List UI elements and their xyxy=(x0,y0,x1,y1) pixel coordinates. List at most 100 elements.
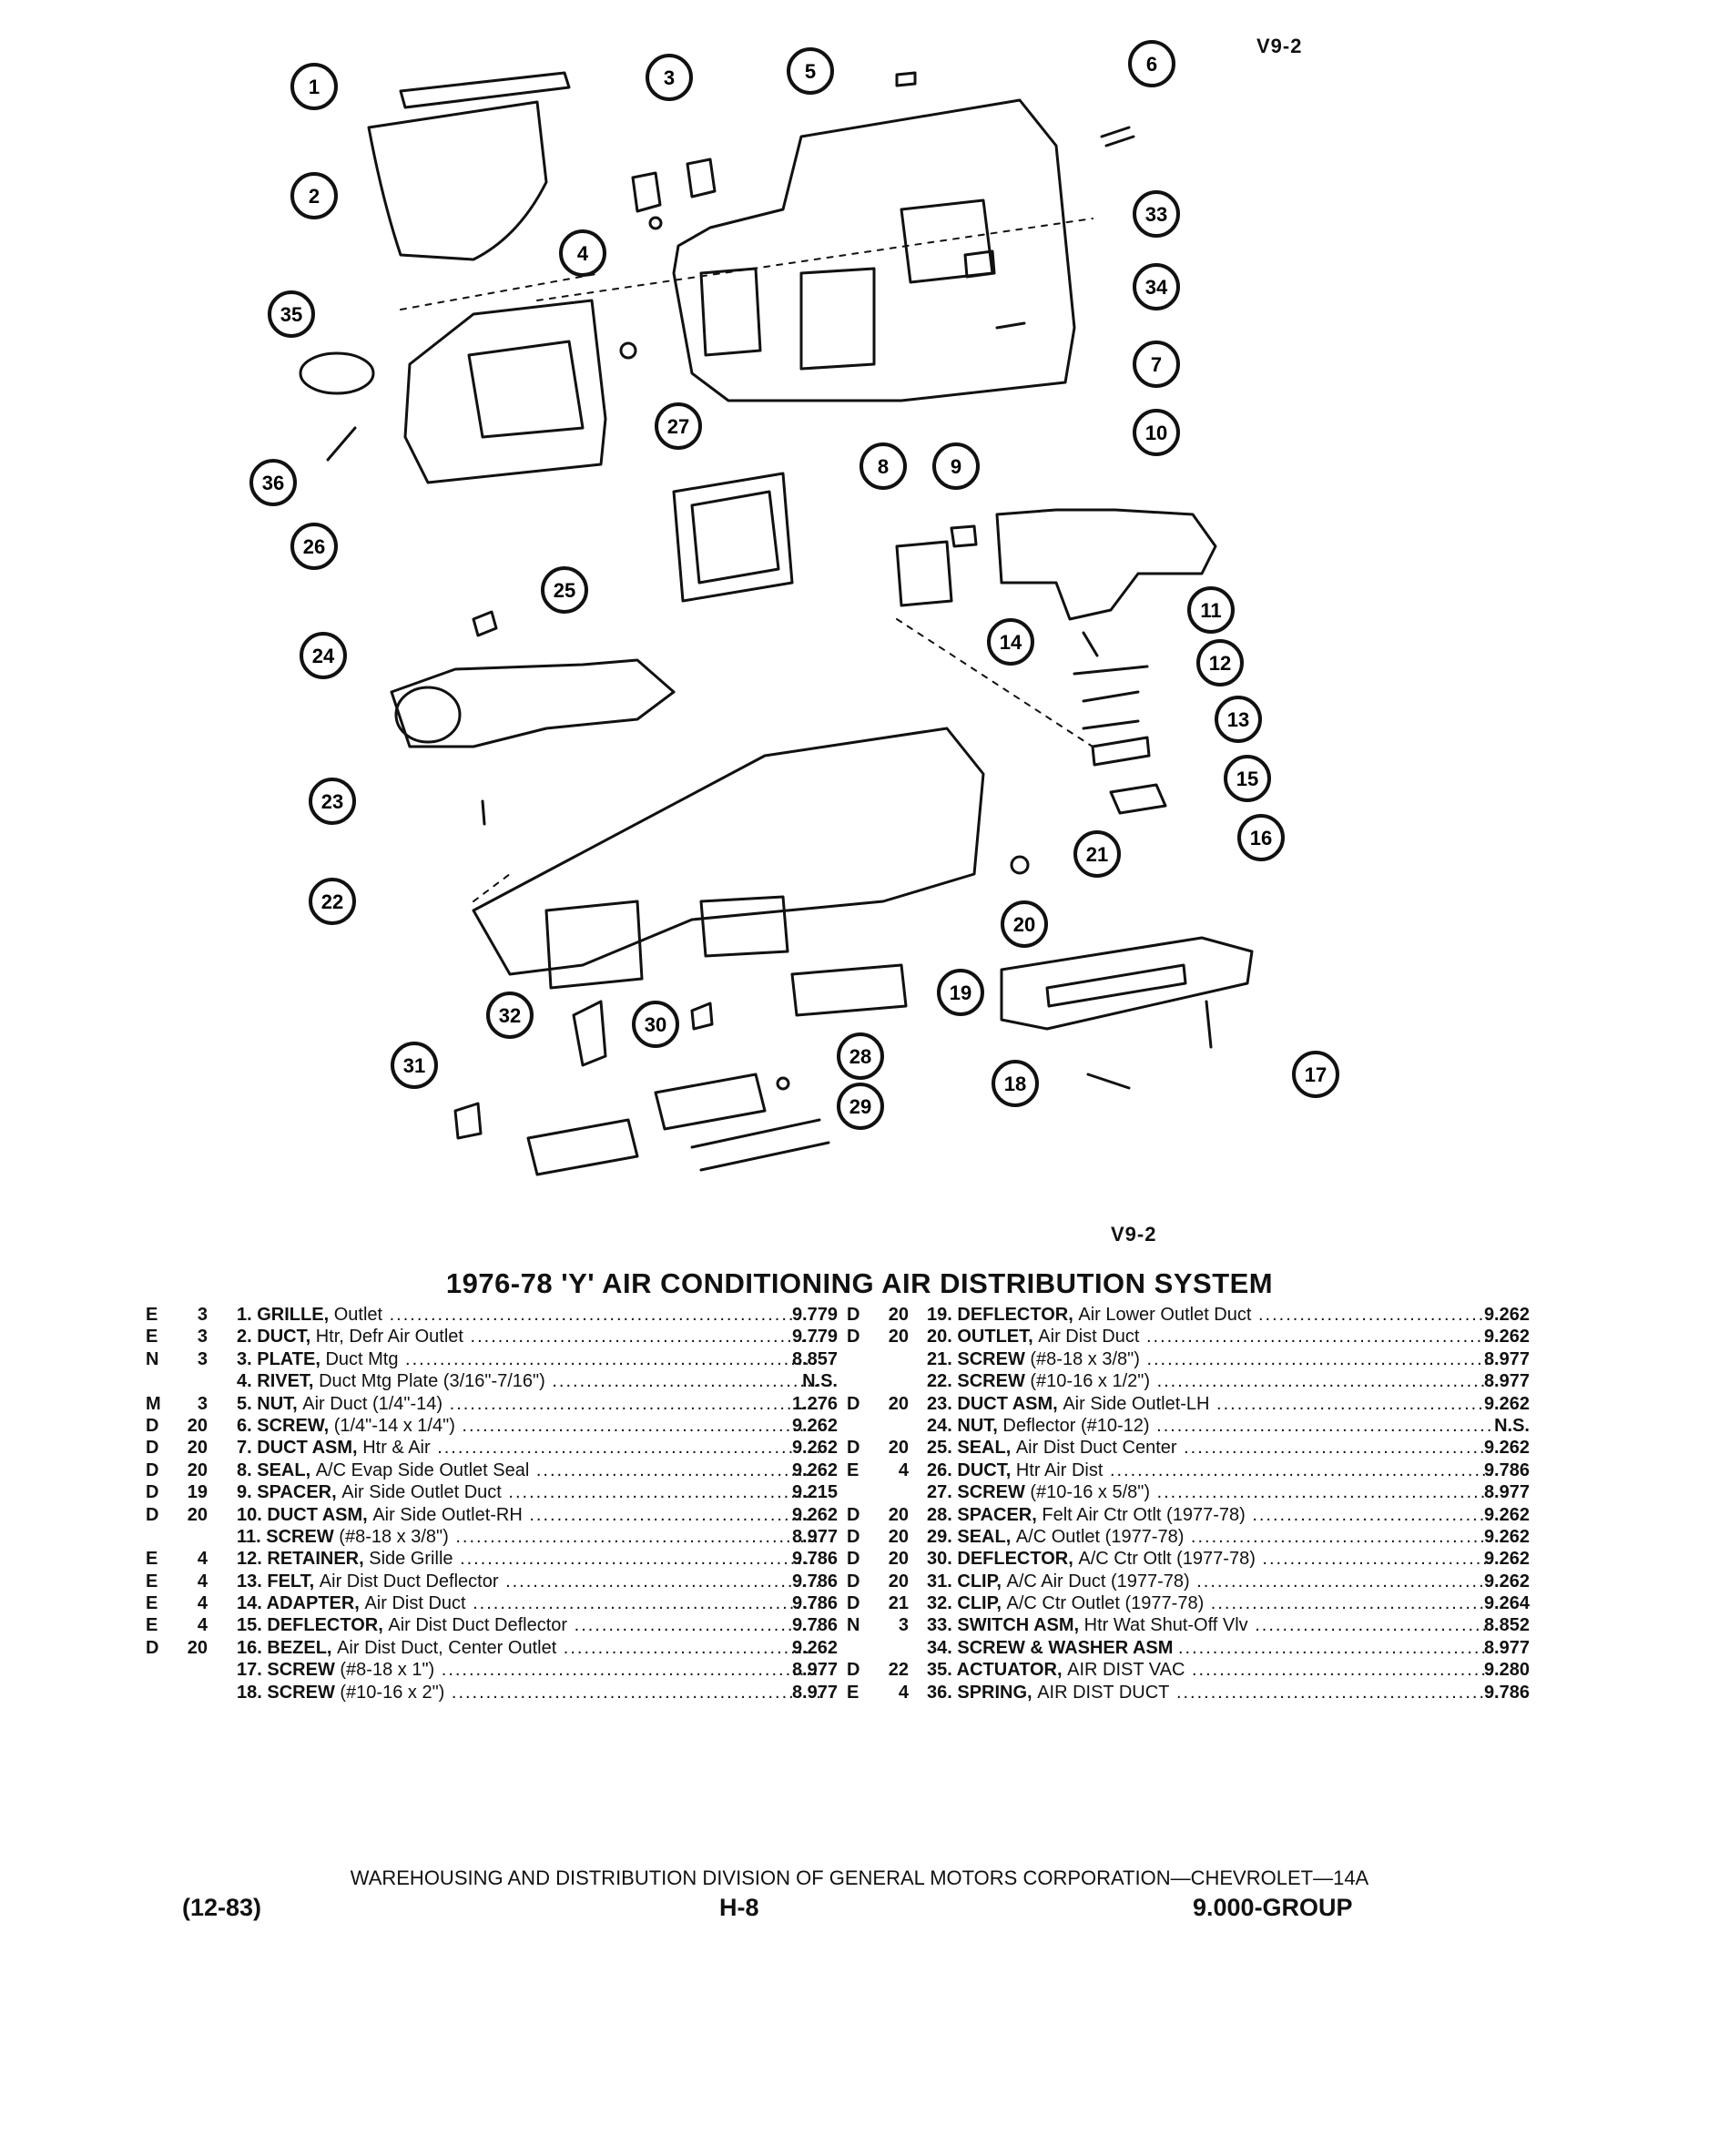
quantity-code: 20 xyxy=(187,1637,208,1658)
item-number: 17. xyxy=(237,1660,262,1681)
part-27-screw-head xyxy=(619,341,637,360)
callout-circle xyxy=(1187,586,1235,634)
part-name: DUCT ASM, xyxy=(257,1438,358,1459)
callout-21: 21 xyxy=(1073,830,1121,878)
group-number: 9.262 xyxy=(1483,1504,1530,1525)
part-34-screw xyxy=(995,321,1026,330)
part-7-duct-window xyxy=(799,267,876,371)
part-description: 28. SPACER, Felt Air Ctr Otlt (1977-78) … xyxy=(927,1504,1491,1526)
part-name: DUCT, xyxy=(957,1459,1012,1480)
callout-circle xyxy=(1133,263,1180,310)
leader-dots: ........................................… xyxy=(398,1348,819,1369)
part-name: SCREW xyxy=(266,1526,334,1547)
callout-35: 35 xyxy=(268,290,315,338)
part-36-spring xyxy=(326,426,357,462)
parts-row: 21. SCREW (#8-18 x 3/8") ...............… xyxy=(847,1348,1703,1370)
part-20-outlet xyxy=(472,727,985,976)
callout-circle xyxy=(541,566,588,614)
item-number: 6. xyxy=(237,1415,252,1436)
source-code: N xyxy=(146,1348,159,1369)
leader-dots: ........................................… xyxy=(563,1637,819,1658)
callout-circle xyxy=(1133,409,1180,456)
item-number: 29. xyxy=(927,1526,952,1547)
part-detail: (#10-16 x 2") xyxy=(340,1682,445,1703)
part-29-seal xyxy=(690,1118,830,1172)
part-15-deflector xyxy=(1109,783,1167,815)
item-number: 3. xyxy=(237,1348,252,1369)
group-number: 8.977 xyxy=(1483,1371,1530,1392)
callout-number: 20 xyxy=(1013,913,1035,936)
leader-dots: ........................................… xyxy=(455,1526,819,1547)
item-number: 2. xyxy=(237,1327,252,1348)
callout-circle xyxy=(1196,639,1244,686)
group-number: 9.262 xyxy=(1483,1393,1530,1414)
part-detail: Htr & Air xyxy=(362,1438,431,1459)
callout-number: 36 xyxy=(262,472,284,494)
source-code: D xyxy=(847,1571,860,1592)
item-number: 26. xyxy=(927,1459,952,1480)
group-number: 9.262 xyxy=(791,1459,838,1480)
callout-circle xyxy=(249,459,297,506)
quantity-code: 3 xyxy=(898,1615,909,1636)
callout-28: 28 xyxy=(837,1032,884,1080)
part-description: 26. DUCT, Htr Air Dist .................… xyxy=(927,1459,1491,1481)
part-name: SCREW, xyxy=(257,1415,330,1436)
part-11-screw xyxy=(1082,631,1099,657)
leader-dots: ........................................… xyxy=(1177,1637,1491,1658)
part-name: DEFLECTOR, xyxy=(957,1549,1073,1570)
part-name: RIVET, xyxy=(257,1371,314,1392)
part-name: SCREW xyxy=(267,1660,335,1681)
source-code: E xyxy=(146,1593,158,1614)
leader-dots: ........................................… xyxy=(473,1593,819,1614)
group-number: 9.262 xyxy=(791,1637,838,1658)
item-number: 25. xyxy=(927,1438,952,1459)
quantity-code: 20 xyxy=(888,1305,909,1325)
item-number: 19. xyxy=(927,1305,952,1325)
callout-number: 30 xyxy=(645,1013,666,1036)
part-name: SCREW xyxy=(957,1482,1025,1503)
part-description: 8. SEAL, A/C Evap Side Outlet Seal .....… xyxy=(237,1459,819,1481)
group-number: 9.262 xyxy=(791,1438,838,1459)
group-number: 8.977 xyxy=(1483,1637,1530,1658)
part-23-duct-end xyxy=(394,686,462,744)
leader-dots: ........................................… xyxy=(1175,1682,1491,1703)
group-number: 8.977 xyxy=(1483,1482,1530,1503)
leader-dots: ........................................… xyxy=(552,1371,819,1392)
source-code: E xyxy=(146,1615,158,1636)
callout-circle xyxy=(837,1032,884,1080)
part-description: 18. SCREW (#10-16 x 2") ................… xyxy=(237,1682,819,1703)
part-detail: Air Lower Outlet Duct xyxy=(1078,1305,1252,1325)
part-7-duct-asm xyxy=(672,98,1076,402)
callout-number: 29 xyxy=(849,1095,871,1118)
callout-6: 6 xyxy=(1128,40,1175,87)
leader-dots: ........................................… xyxy=(470,1327,819,1348)
callout-number: 31 xyxy=(403,1054,425,1077)
part-description: 31. CLIP, A/C Air Duct (1977-78) .......… xyxy=(927,1571,1491,1592)
item-number: 21. xyxy=(927,1348,952,1369)
part-sketches xyxy=(299,71,1254,1176)
callout-number: 7 xyxy=(1151,353,1162,376)
group-number: 9.786 xyxy=(1483,1459,1530,1480)
part-name: BEZEL, xyxy=(267,1637,332,1658)
source-code: D xyxy=(146,1482,159,1503)
part-description: 5. NUT, Air Duct (1/4"-14) .............… xyxy=(237,1393,819,1415)
callout-circle xyxy=(486,992,534,1039)
item-number: 11. xyxy=(237,1526,261,1547)
parts-row: 18. SCREW (#10-16 x 2") ................… xyxy=(146,1682,1002,1703)
source-code: D xyxy=(847,1504,860,1525)
callout-number: 12 xyxy=(1209,652,1231,675)
part-description: 24. NUT, Deflector (#10-12) ............… xyxy=(927,1415,1491,1437)
item-number: 15. xyxy=(237,1615,262,1636)
quantity-code: 20 xyxy=(888,1438,909,1459)
part-detail: A/C Air Duct (1977-78) xyxy=(1006,1571,1190,1592)
part-detail: Air Side Outlet Duct xyxy=(341,1482,502,1503)
part-name: SPACER, xyxy=(257,1482,337,1503)
parts-row: 24. NUT, Deflector (#10-12) ............… xyxy=(847,1415,1703,1437)
group-number: 8.977 xyxy=(791,1660,838,1681)
group-number: 9.215 xyxy=(791,1482,838,1503)
callout-1: 1 xyxy=(290,63,338,110)
